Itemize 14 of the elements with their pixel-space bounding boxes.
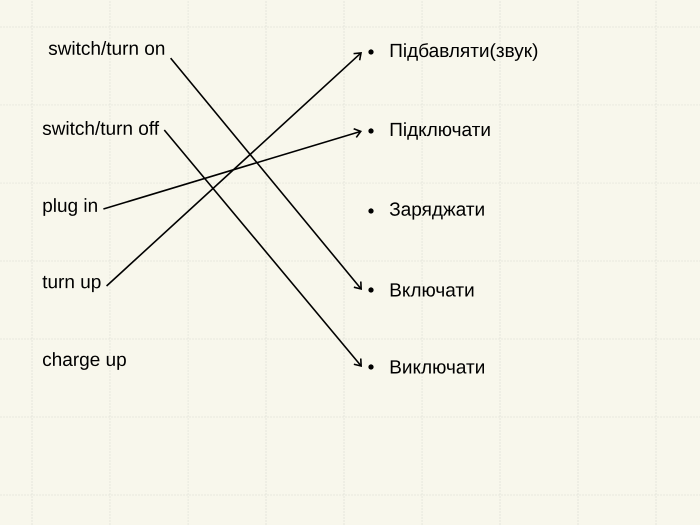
translation-term: Заряджати xyxy=(390,202,484,220)
arrow xyxy=(164,129,362,367)
arrow xyxy=(170,58,362,290)
phrase-term: switch/turn on xyxy=(48,41,164,55)
translation-term: Підбавляти(звук) xyxy=(390,43,538,61)
phrase-term: turn up xyxy=(42,276,101,292)
phrase-term: switch/turn off xyxy=(42,121,160,135)
translation-term: Включати xyxy=(390,283,474,297)
arrow xyxy=(106,52,362,287)
translation-term: Виключати xyxy=(390,360,484,374)
phrase-term: plug in xyxy=(43,198,97,216)
phrase-term: charge up xyxy=(43,352,126,370)
arrow xyxy=(103,128,362,210)
translation-term: Підключати xyxy=(390,122,490,140)
